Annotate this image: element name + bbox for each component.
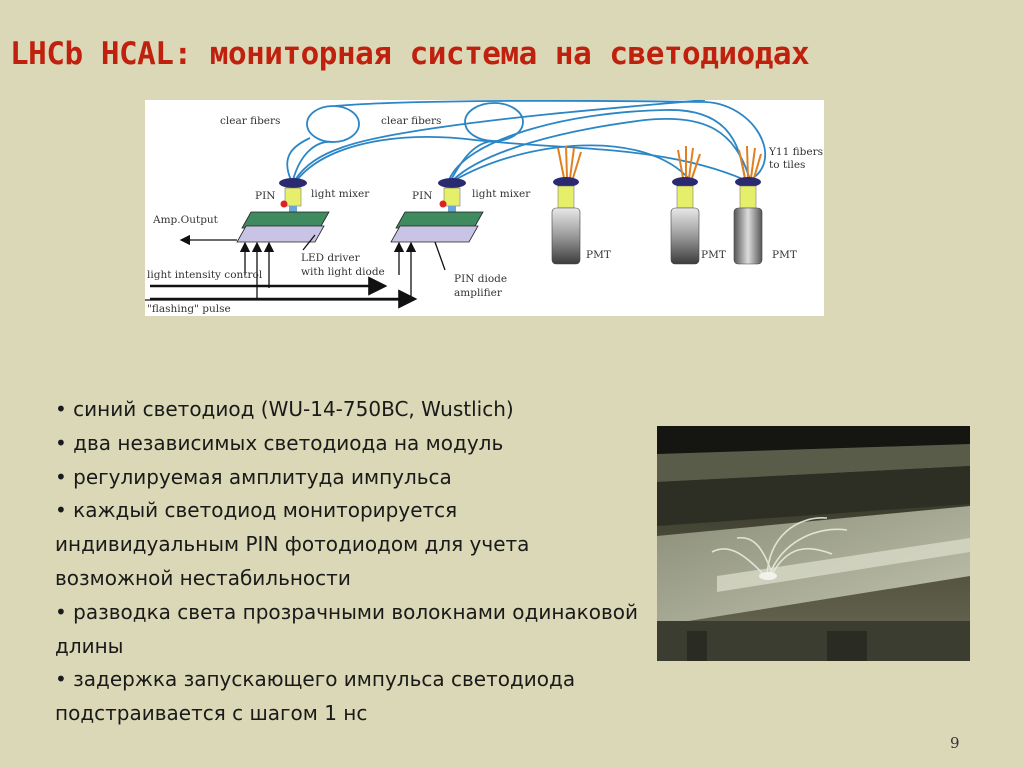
light-mixer-label-1: light mixer (311, 188, 370, 200)
led-driver-board-1 (236, 211, 330, 243)
page-number: 9 (950, 734, 960, 752)
light-mixer-2 (438, 178, 466, 216)
pin-label-1: PIN (255, 190, 275, 202)
bullet-item: • задержка запускающего импульса светоди… (55, 667, 576, 726)
led-monitoring-diagram: clear fibers clear fibers Y11 fibers to … (145, 100, 824, 316)
y11-fibers-label: Y11 fibers (768, 146, 823, 158)
clear-fibers-label-2: clear fibers (381, 115, 441, 127)
pin-label-2: PIN (412, 190, 432, 202)
bullet-list: • синий светодиод (WU-14-750BC, Wustlich… (55, 393, 640, 731)
amp-output-label: Amp.Output (152, 214, 219, 226)
led-driver-label: LED driver (301, 252, 361, 264)
slide-title: LHCb HCAL: мониторная система на светоди… (10, 36, 810, 72)
light-mixer-1 (279, 178, 307, 216)
y11-fibers (557, 145, 762, 179)
pmt-label-2: PMT (701, 249, 726, 261)
led-driver-board-2 (390, 211, 484, 243)
clear-fibers-label-1: clear fibers (220, 115, 280, 127)
pmt-label-3: PMT (772, 249, 797, 261)
hardware-photo (657, 426, 970, 661)
bullet-item: • каждый светодиод мониторируется индиви… (55, 498, 530, 590)
pmt-label-1: PMT (586, 249, 611, 261)
flashing-pulse-label: "flashing" pulse (147, 303, 231, 315)
pin-diode-label: PIN diode (454, 273, 507, 285)
to-tiles-label: to tiles (769, 159, 805, 171)
amplifier-label: amplifier (454, 287, 503, 299)
light-diode-label: with light diode (301, 266, 385, 278)
clear-fibers (286, 100, 767, 181)
bullet-item: • разводка света прозрачными волокнами о… (55, 599, 638, 658)
pmt-1 (551, 177, 581, 265)
bullet-item: • синий светодиод (WU-14-750BC, Wustlich… (55, 397, 514, 421)
light-intensity-control-label: light intensity control (147, 269, 263, 281)
pmt-3 (733, 177, 763, 265)
signal-lines (145, 234, 446, 309)
pmt-2 (670, 177, 700, 265)
light-mixer-label-2: light mixer (472, 188, 531, 200)
bullet-item: • регулируемая амплитуда импульса (55, 464, 452, 489)
bullet-item: • два независимых светодиода на модуль (55, 430, 504, 455)
